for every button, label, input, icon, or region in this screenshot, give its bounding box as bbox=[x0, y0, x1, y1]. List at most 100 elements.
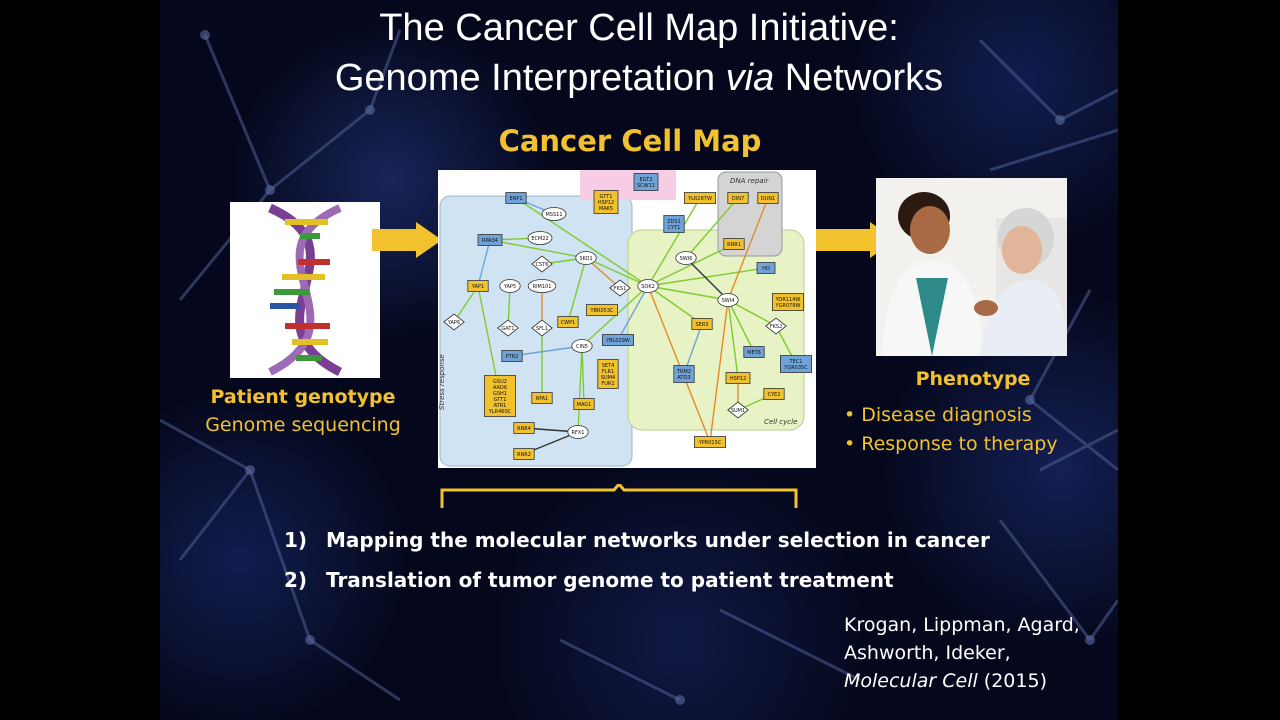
network-node: HO bbox=[756, 262, 776, 274]
network-node-label: YBL029W bbox=[605, 338, 630, 344]
network-node: SUM1 bbox=[727, 401, 749, 419]
network-node: RNR2 bbox=[513, 448, 535, 460]
arrow-right-right bbox=[808, 222, 896, 258]
network-node-label: YPR015C bbox=[698, 440, 722, 446]
network-node: RNR1 bbox=[723, 238, 745, 250]
network-edge bbox=[617, 285, 649, 341]
doctor-patient-photo bbox=[876, 178, 1067, 356]
network-node-label: YLR460C bbox=[488, 409, 512, 415]
network-node: DIN7 bbox=[727, 192, 749, 204]
network-node: RPA34 bbox=[477, 234, 503, 246]
phenotype-bullet-therapy: • Response to therapy bbox=[844, 433, 1058, 455]
slide: The Cancer Cell Map Initiative: Genome I… bbox=[160, 0, 1118, 720]
network-node-label: YAP1 bbox=[471, 284, 484, 290]
goal-item-2: 2) Translation of tumor genome to patient… bbox=[284, 568, 894, 592]
network-node-label: MAG1 bbox=[577, 402, 592, 408]
network-node-label: YAP6 bbox=[447, 320, 460, 326]
network-node: ENP1 bbox=[505, 192, 527, 204]
network-node-label: TEC1 bbox=[789, 359, 803, 365]
network-node-label: TRM2 bbox=[676, 369, 691, 375]
network-node: CYE2 bbox=[763, 388, 785, 400]
network-edge bbox=[647, 285, 703, 325]
network-node: SER3 bbox=[691, 318, 713, 330]
network-node-label: SOK2 bbox=[641, 284, 655, 290]
network-node: PTR2 bbox=[501, 350, 523, 362]
network-node-label: ENP1 bbox=[509, 196, 522, 202]
network-node-label: RNR1 bbox=[727, 242, 741, 248]
network-node: RIM101 bbox=[527, 279, 557, 293]
goal-item-1: 1) Mapping the molecular networks under s… bbox=[284, 528, 990, 552]
title-line-2: Genome Interpretation via Networks bbox=[160, 52, 1118, 104]
network-node-label: PTR2 bbox=[506, 354, 519, 360]
network-edge bbox=[581, 345, 585, 405]
cancer-cell-map-heading: Cancer Cell Map bbox=[498, 124, 762, 158]
network-node: SOK2 bbox=[637, 279, 659, 293]
network-node: YPR015C bbox=[693, 436, 726, 448]
network-node-label: SFL1 bbox=[536, 326, 548, 332]
network-node-label: FKS2 bbox=[770, 324, 783, 330]
network-node-label: YGR035C bbox=[783, 365, 808, 371]
network-node-label: FLR1 bbox=[602, 369, 614, 375]
citation-journal: Molecular Cell (2015) bbox=[844, 670, 1047, 692]
network-node-label: FUR1 bbox=[601, 381, 614, 387]
network-node-label: ATO3 bbox=[677, 375, 690, 381]
network-node-label: ECM22 bbox=[531, 236, 548, 242]
network-node-label: EGT2 bbox=[639, 177, 652, 183]
network-node-label: SUM1 bbox=[731, 408, 745, 414]
network-node-label: YOR114W bbox=[775, 297, 801, 303]
network-edge bbox=[685, 197, 739, 259]
network-node-label: HSP12 bbox=[730, 376, 746, 382]
goal-number: 1) bbox=[284, 528, 308, 552]
phenotype-label: Phenotype bbox=[915, 368, 1031, 390]
network-node: CST6 bbox=[531, 255, 553, 273]
network-edge bbox=[647, 197, 701, 287]
cell-cycle-label: Cell cycle bbox=[764, 418, 797, 426]
network-node-label: CYE2 bbox=[768, 392, 781, 398]
network-node: FKS1 bbox=[609, 279, 631, 297]
network-node: SWI4 bbox=[717, 293, 739, 307]
network-node: ECM22 bbox=[527, 231, 553, 245]
network-edge bbox=[453, 285, 479, 323]
goal-text: Mapping the molecular networks under sel… bbox=[326, 528, 990, 552]
goal-number: 2) bbox=[284, 568, 308, 592]
network-node-label: HO bbox=[762, 266, 770, 272]
network-edge bbox=[727, 299, 755, 353]
network-node-label: RNR4 bbox=[517, 426, 531, 432]
network-edge bbox=[647, 285, 711, 443]
network-node: FKS2 bbox=[765, 317, 787, 335]
network-edge bbox=[647, 267, 767, 287]
network-node: MAG1 bbox=[573, 398, 595, 410]
network-node-label: GAT1 bbox=[501, 326, 514, 332]
network-node-label: SWI6 bbox=[680, 256, 693, 262]
patient-genotype-label: Patient genotype bbox=[210, 386, 396, 408]
network-node-label: RPA34 bbox=[482, 238, 498, 244]
journal-name: Molecular Cell bbox=[844, 670, 978, 692]
network-node: CWP1 bbox=[557, 316, 579, 328]
network-node-label: HSP12 bbox=[598, 200, 614, 206]
network-node-label: SER3 bbox=[696, 322, 709, 328]
network-node-label: ZDS1 bbox=[667, 219, 681, 225]
network-edge bbox=[727, 197, 769, 301]
goal-text: Translation of tumor genome to patient t… bbox=[326, 568, 894, 592]
network-edge bbox=[477, 239, 491, 287]
network-node: YBL029W bbox=[601, 334, 634, 346]
network-node-label: MAK5 bbox=[599, 206, 613, 212]
network-node: HSP12 bbox=[725, 372, 751, 384]
network-node-label: FKS1 bbox=[614, 286, 627, 292]
network-node-label: RFX1 bbox=[572, 430, 585, 436]
network-node: SKO1 bbox=[575, 251, 597, 265]
network-node-label: GTT1 bbox=[600, 194, 613, 200]
network-node: YBR053C bbox=[585, 304, 618, 316]
network-node-label: SWI4 bbox=[722, 298, 735, 304]
genome-sequencing-label: Genome sequencing bbox=[205, 414, 401, 436]
title-line-2-emphasis: via bbox=[725, 57, 775, 99]
network-node-label: CST6 bbox=[536, 262, 549, 268]
network-node: RNR4 bbox=[513, 422, 535, 434]
network-edge bbox=[567, 257, 587, 323]
